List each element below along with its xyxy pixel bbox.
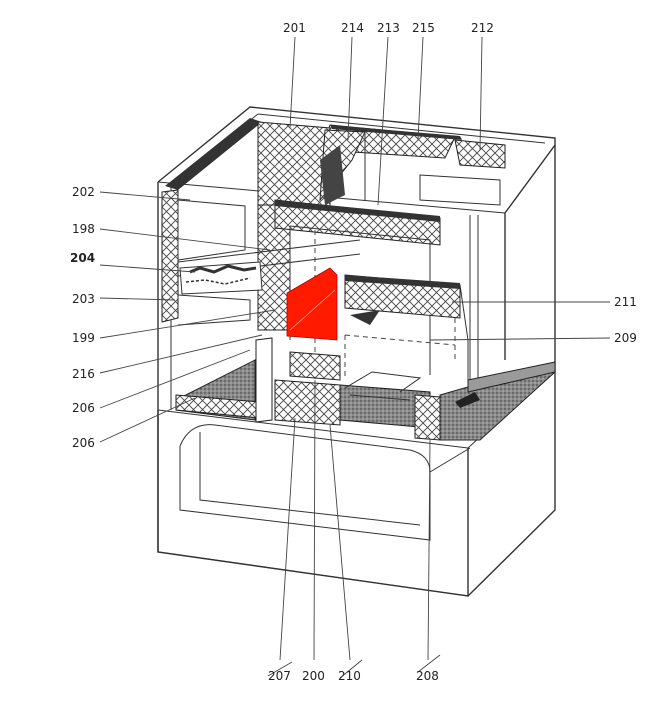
- outer-casing: [157, 106, 556, 597]
- label-206-upper: 206: [72, 401, 95, 415]
- label-216: 216: [72, 367, 95, 381]
- label-203: 203: [72, 292, 95, 306]
- label-198: 198: [72, 222, 95, 236]
- labels-bottom: 207 200 210 208: [268, 669, 439, 683]
- right-baffle-211: [344, 274, 469, 380]
- label-204: 204: [70, 251, 95, 265]
- right-divider-209: [469, 215, 479, 390]
- label-215: 215: [412, 21, 435, 35]
- back-wall-201: [257, 121, 366, 216]
- label-199: 199: [72, 331, 95, 345]
- label-206-lower: 206: [72, 436, 95, 450]
- labels-right: 211 209: [614, 295, 637, 345]
- leader-lines: [99, 36, 611, 679]
- label-211: 211: [614, 295, 637, 309]
- labels-left: 202 198 204 203 199 216 206 206: [70, 185, 95, 450]
- label-209: 209: [614, 331, 637, 345]
- label-213: 213: [377, 21, 400, 35]
- front-bricks: [175, 337, 441, 441]
- label-201: 201: [283, 21, 306, 35]
- upper-baffle-213: [274, 199, 441, 246]
- label-200: 200: [302, 669, 325, 683]
- label-207: 207: [268, 669, 291, 683]
- label-202: 202: [72, 185, 95, 199]
- label-210: 210: [338, 669, 361, 683]
- labels-top: 201 214 213 215 212: [283, 21, 494, 35]
- label-212: 212: [471, 21, 494, 35]
- side-rail-204: [177, 239, 361, 295]
- left-side-panel: [161, 189, 251, 326]
- highlighted-part: [286, 267, 338, 341]
- label-208: 208: [416, 669, 439, 683]
- label-214: 214: [341, 21, 364, 35]
